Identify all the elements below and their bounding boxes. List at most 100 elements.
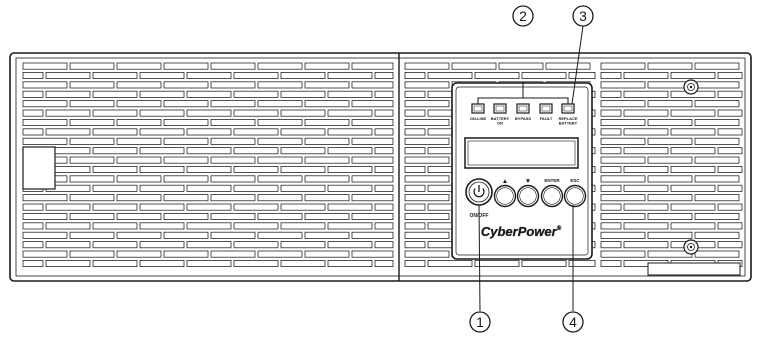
vent-slot (45, 72, 91, 79)
vent-slot (139, 128, 185, 136)
vent-slot (186, 166, 232, 173)
status-indicator: FAULT (539, 103, 553, 121)
vent-slot (22, 213, 68, 220)
vent-slot (210, 250, 256, 258)
vent-slot (451, 62, 497, 70)
vent-slot (22, 194, 68, 202)
vent-slot (45, 222, 91, 230)
control-panel-inner (455, 86, 589, 256)
vent-slot (670, 222, 716, 230)
vent-slot (163, 62, 209, 70)
vent-slot (404, 203, 426, 211)
vent-slot (92, 166, 138, 173)
vent-slot (600, 213, 646, 220)
power-button-rim (468, 181, 490, 203)
vent-slot (92, 241, 138, 249)
control-button[interactable]: ENTER (540, 178, 564, 208)
vent-slot (404, 147, 426, 155)
vent-slot (694, 213, 740, 220)
vent-slot (600, 81, 646, 89)
vent-slot (351, 175, 394, 183)
callout-number: 4 (569, 314, 577, 330)
control-button[interactable]: ESC (563, 178, 587, 208)
vent-slot (186, 90, 232, 98)
vent-slot (280, 128, 326, 136)
vent-slot (116, 156, 162, 164)
callout-marker: 3 (572, 5, 594, 27)
vent-slot (404, 250, 450, 258)
control-button-cap[interactable] (563, 184, 587, 208)
control-button-cap[interactable] (540, 184, 564, 208)
vent-slot (670, 203, 716, 211)
control-button-cap[interactable] (516, 184, 540, 208)
vent-slot (327, 72, 373, 79)
vent-slot (600, 147, 622, 155)
vent-slot (163, 100, 209, 108)
vent-slot (22, 72, 44, 79)
vent-slot (280, 90, 326, 98)
vent-slot (717, 128, 743, 136)
indicator-label-line2: ON (497, 121, 503, 126)
vent-slot (186, 128, 232, 136)
vent-slot (717, 90, 743, 98)
vent-slot (92, 184, 138, 192)
vent-slot (304, 213, 350, 220)
control-button[interactable]: ▼ (516, 178, 540, 208)
vent-slot (717, 222, 743, 230)
vent-slot (623, 166, 669, 173)
vent-slot (257, 175, 303, 183)
vent-slot (92, 90, 138, 98)
vent-slot (116, 100, 162, 108)
vent-slot (327, 184, 373, 192)
vent-slot (22, 203, 44, 211)
vent-slot (647, 62, 693, 70)
callout-number: 1 (476, 314, 484, 330)
vent-slot (92, 222, 138, 230)
indicator-led-inner (541, 105, 551, 112)
vent-slot (600, 231, 646, 239)
vent-slot (351, 100, 394, 108)
chassis-inner-edge (15, 57, 746, 277)
vent-slot (404, 72, 426, 79)
vent-slot (327, 203, 373, 211)
vent-slot (545, 62, 591, 70)
vent-slot (186, 222, 232, 230)
vent-slot (304, 194, 350, 202)
callout-circle (562, 311, 584, 333)
vent-slot (623, 90, 669, 98)
vent-slot (257, 137, 303, 145)
vent-slot (717, 166, 743, 173)
vent-slot (404, 62, 450, 70)
vent-slot (694, 194, 740, 202)
control-button-label: ▲ (502, 178, 508, 185)
control-button[interactable]: ▲ (493, 178, 517, 208)
vent-slot (233, 128, 279, 136)
vent-slot (116, 175, 162, 183)
vent-slot (351, 194, 394, 202)
vent-slot (427, 72, 473, 79)
vent-slot (139, 90, 185, 98)
vent-slot (623, 203, 669, 211)
vent-slot (233, 222, 279, 230)
vent-slot (647, 231, 693, 239)
vent-slot (210, 194, 256, 202)
vent-slot (280, 260, 326, 267)
control-button-cap[interactable] (493, 184, 517, 208)
vent-slot (623, 241, 669, 249)
vent-slot (257, 119, 303, 126)
vent-slot (374, 147, 394, 155)
callout-number: 2 (519, 8, 527, 24)
vent-slot (116, 62, 162, 70)
vent-slot (374, 222, 394, 230)
vent-slot (694, 175, 740, 183)
vent-slot (351, 231, 394, 239)
control-button-rim (543, 187, 561, 205)
indicator-label: ON-LINE (470, 116, 487, 121)
indicator-led (471, 103, 485, 114)
vent-slot (404, 231, 450, 239)
vent-slot (22, 109, 44, 117)
callout-3-leader (571, 25, 584, 105)
vent-slot (374, 128, 394, 136)
